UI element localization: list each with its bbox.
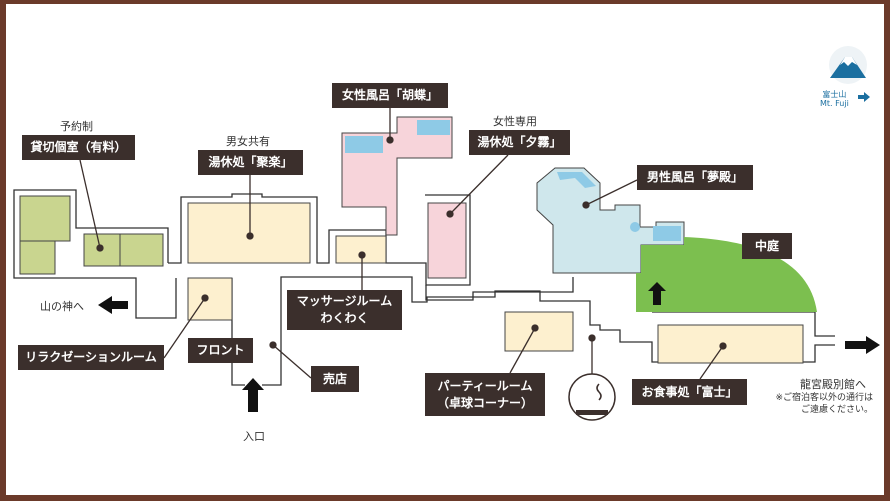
annex-note-line1: ※ご宿泊客以外の通行は — [775, 393, 873, 403]
women-bath-pool-2 — [417, 120, 450, 135]
shop-label[interactable]: 売店 — [311, 366, 359, 392]
party-label-line1: パーティールーム — [437, 378, 533, 393]
wall-left-wing — [13, 189, 177, 319]
dining-room — [657, 324, 804, 364]
arrow-right-icon — [845, 336, 880, 354]
private-room-2 — [119, 233, 164, 267]
fuji-en: Mt. Fuji — [820, 99, 849, 108]
smoking-area-icon — [568, 373, 616, 421]
party-label-line2: （卓球コーナー） — [436, 395, 533, 410]
dining-label[interactable]: お食事処「富士」 — [632, 379, 747, 405]
wall-corridor-2 — [425, 277, 574, 301]
mt-fuji-icon — [829, 46, 870, 102]
men-bath-small-pool — [630, 222, 640, 232]
party-room — [504, 311, 574, 352]
women-bath-label[interactable]: 女性風呂「胡蝶」 — [332, 83, 448, 108]
arrow-left-icon — [98, 296, 128, 314]
juraku-label[interactable]: 湯休処「聚楽」 — [198, 150, 303, 175]
garden-arrow-up-icon — [648, 282, 666, 305]
arrow-up-icon — [242, 378, 264, 412]
private-room-small — [19, 240, 56, 275]
men-bath-label[interactable]: 男性風呂「夢殿」 — [637, 165, 753, 190]
fuji-direction: 富士山 Mt. Fuji — [820, 90, 849, 108]
private-room-label[interactable]: 貸切個室（有料） — [22, 135, 135, 160]
yugiri-note: 女性専用 — [493, 115, 537, 128]
wall-front — [231, 278, 245, 386]
massage-label[interactable]: マッサージルーム わくわく — [287, 290, 402, 330]
annex-note-line2: ご遠慮ください。 — [800, 405, 873, 415]
wall-corridor — [168, 193, 397, 264]
annex-note: ※ご宿泊客以外の通行は ご遠慮ください。 — [763, 392, 873, 416]
massage-label-line1: マッサージルーム — [296, 294, 393, 308]
men-bath-pool — [557, 172, 596, 188]
wall-north — [397, 194, 471, 286]
yamanokami-direction: 山の神へ — [40, 300, 84, 313]
yugiri-label[interactable]: 湯休処「夕霧」 — [469, 130, 570, 155]
annex-direction: 龍宮殿別館へ — [800, 378, 866, 391]
fuji-jp: 富士山 — [822, 90, 847, 99]
private-room-1 — [83, 233, 121, 267]
women-bath-pool-1 — [345, 136, 383, 153]
garden-label[interactable]: 中庭 — [742, 233, 792, 259]
men-bath-area — [536, 167, 685, 274]
relaxation-label[interactable]: リラクゼーションルーム — [18, 345, 164, 370]
private-room-large — [19, 195, 71, 242]
party-label[interactable]: パーティールーム （卓球コーナー） — [425, 373, 545, 416]
private-room-note: 予約制 — [60, 120, 93, 133]
massage-room — [335, 235, 387, 264]
entrance-label: 入口 — [243, 430, 265, 443]
juraku-note: 男女共有 — [226, 135, 270, 148]
front-label[interactable]: フロント — [188, 338, 253, 363]
men-bath-outdoor-pool — [653, 226, 681, 241]
wall-shop — [262, 276, 835, 386]
massage-label-line2: わくわく — [320, 311, 369, 325]
